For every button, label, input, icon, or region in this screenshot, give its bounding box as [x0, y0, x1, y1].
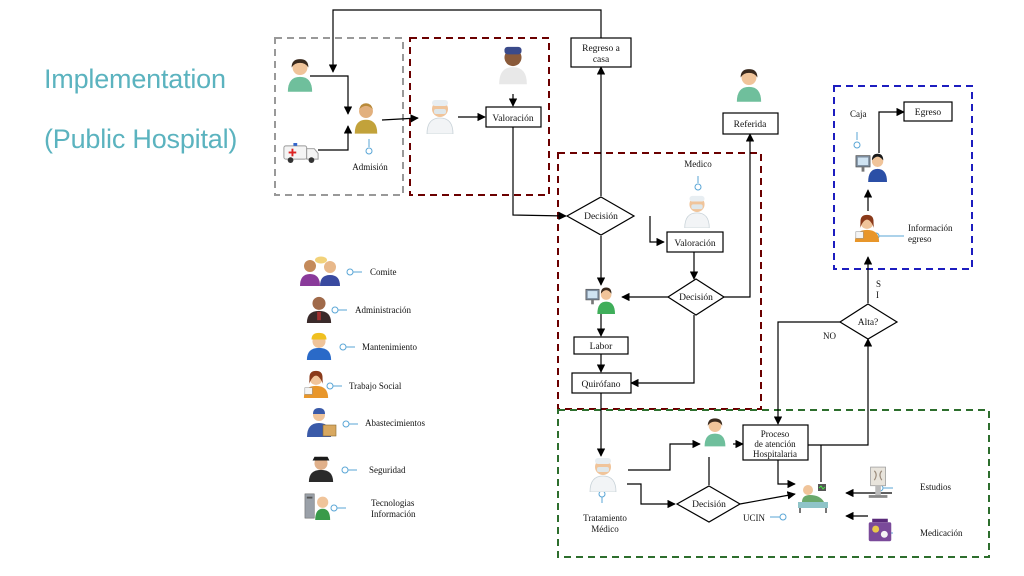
decision-diamond-1 — [565, 196, 636, 236]
tratamiento-label-line2: Médico — [591, 524, 619, 534]
decision-label-2: Decisión — [679, 293, 713, 303]
staff-person-icon — [704, 418, 726, 447]
assessment-region-box — [409, 37, 550, 196]
label-pins — [326, 132, 904, 537]
regreso-label-line1: Regreso a — [582, 44, 621, 54]
si-label-line1: S — [876, 279, 881, 289]
admin-icon — [306, 296, 332, 323]
proceso-label-line1: Proceso — [761, 429, 790, 439]
medicacion-label: Medicación — [920, 528, 963, 538]
decision-diamond-3 — [675, 485, 742, 523]
informacion-egreso-line1: Información — [908, 223, 953, 233]
admission-clerk-icon — [354, 103, 378, 134]
ucin-label: UCIN — [743, 513, 765, 523]
valoracion-label: Valoración — [492, 114, 533, 124]
proceso-atencion-box — [742, 424, 809, 461]
quirofano-box — [571, 372, 632, 394]
medication-icon — [868, 518, 892, 542]
labor-label: Labor — [590, 342, 614, 352]
nurse-icon — [499, 46, 527, 85]
committee-icon — [300, 256, 340, 286]
legend-label-mantenimiento: Mantenimiento — [362, 342, 417, 352]
no-label: NO — [823, 331, 836, 341]
referida-box — [722, 112, 779, 135]
valoracion-medico-box — [666, 231, 724, 253]
social-work-icon — [303, 370, 329, 398]
maintenance-icon — [306, 332, 332, 360]
valoracion-box — [485, 106, 542, 128]
decision-diamond-2 — [666, 278, 726, 316]
egreso-box — [903, 101, 953, 122]
discharge-region-box — [833, 85, 973, 270]
it-icon — [304, 493, 331, 520]
legend-label-seguridad: Seguridad — [369, 465, 406, 475]
ambulance-icon — [283, 142, 319, 164]
legend-label-trabajo-social: Trabajo Social — [349, 381, 402, 391]
alta-diamond — [838, 303, 899, 340]
admision-label: Admisión — [352, 162, 388, 172]
legend-label-administracion: Administración — [355, 305, 411, 315]
alta-label: Alta? — [858, 318, 879, 328]
proceso-label-line3: Hospitalaria — [753, 449, 797, 459]
medico-label: Medico — [684, 159, 712, 169]
decision-label-3: Decisión — [692, 500, 726, 510]
referida-label: Referida — [734, 119, 767, 130]
regreso-label-line2: casa — [593, 55, 610, 65]
informacion-egreso-line2: egreso — [908, 234, 932, 244]
legend-label-comite: Comite — [370, 267, 397, 277]
legend-label-informacion: Información — [371, 509, 416, 519]
egreso-label: Egreso — [915, 108, 942, 118]
discharge-info-icon — [854, 214, 880, 243]
security-icon — [308, 456, 334, 482]
referral-person-icon — [736, 69, 762, 102]
regreso-casa-box — [570, 37, 632, 68]
flow-connectors — [310, 9, 905, 521]
decision-region-box — [557, 152, 762, 410]
decision-label-1: Decisión — [584, 212, 618, 222]
hospital-care-region-box — [557, 409, 990, 558]
valoracion-medico-label: Valoración — [674, 239, 715, 249]
reception-region-box — [274, 37, 404, 196]
si-label-line2: I — [876, 290, 879, 300]
cashier-computer-icon — [855, 153, 887, 182]
quirofano-label: Quirófano — [581, 379, 620, 390]
computer-workstation-icon — [585, 287, 615, 314]
legend-label-tecnologias: Tecnologias — [371, 498, 415, 508]
tratamiento-label-line1: Tratamiento — [583, 513, 627, 523]
medico-icon — [684, 195, 710, 228]
proceso-label-line2: de atención — [754, 439, 796, 449]
supplies-icon — [307, 407, 337, 437]
caja-label: Caja — [850, 109, 867, 119]
estudios-label: Estudios — [920, 482, 952, 492]
treating-doctor-icon — [589, 457, 617, 492]
legend-label-abastecimientos: Abastecimientos — [365, 418, 425, 428]
page-title-line1: Implementation — [44, 64, 226, 94]
patient-icon — [287, 59, 313, 92]
doctor-icon — [426, 99, 454, 134]
labor-box — [573, 336, 629, 355]
icu-bed-icon — [797, 483, 829, 514]
page-title-line2: (Public Hospital) — [44, 124, 238, 154]
